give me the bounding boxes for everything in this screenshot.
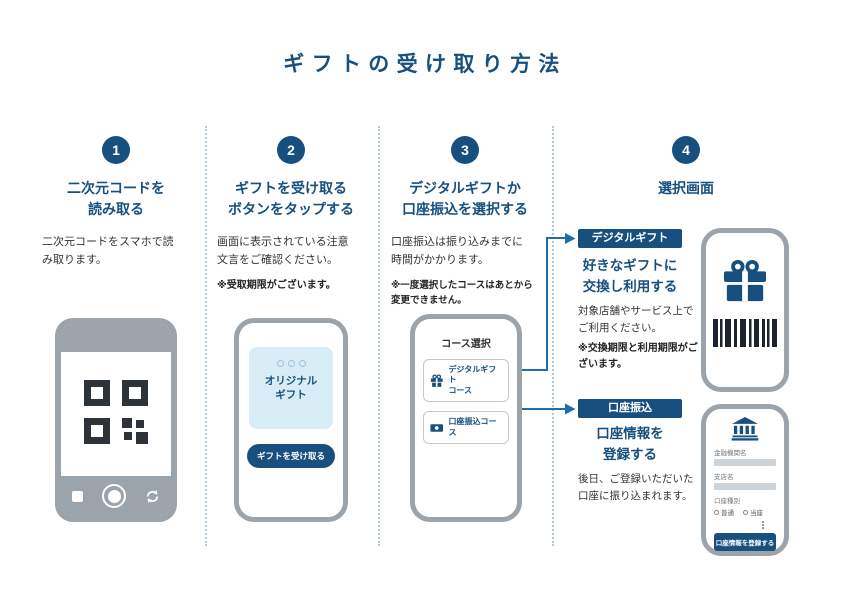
gift-icon	[430, 374, 443, 387]
phone-gift-screen-illustration: オリジナル ギフト ギフトを受け取る	[234, 318, 348, 522]
receive-gift-button[interactable]: ギフトを受け取る	[246, 444, 335, 468]
bank-name-field-label: 金融機関名	[714, 450, 747, 457]
bank-name-input[interactable]	[714, 459, 776, 466]
bank-transfer-badge: 口座振込	[578, 399, 682, 418]
bank-transfer-course-option[interactable]: 口座振込コース	[423, 411, 509, 444]
step-1: 1 二次元コードを 読み取る 二次元コードをスマホで読 み取ります。	[40, 136, 192, 269]
account-type-ordinary-radio[interactable]: 普通	[714, 507, 734, 517]
column-divider	[378, 126, 380, 546]
account-type-field-label: 口座種別	[714, 498, 740, 505]
account-type-current-label: 当座	[750, 510, 763, 517]
step-2-heading: ギフトを受け取る ボタンをタップする	[228, 180, 354, 217]
bank-transfer-heading: 口座情報を 登録する	[596, 426, 664, 462]
barcode-icon	[713, 319, 777, 347]
bank-transfer-icon	[430, 423, 444, 432]
digital-gift-course-label: デジタルギフト コース	[448, 365, 497, 395]
phone-qr-scanner-illustration	[55, 318, 177, 522]
rotate-camera-icon[interactable]	[145, 489, 160, 504]
qr-code-icon	[84, 380, 148, 444]
shutter-icon[interactable]	[102, 484, 126, 508]
digital-gift-heading: 好きなギフトに 交換し利用する	[582, 258, 678, 294]
phone-bank-form-illustration: 金融機関名 支店名 口座種別 普通 当座 口座情報を登録する	[701, 404, 789, 556]
phone-digital-gift-illustration	[701, 228, 789, 392]
placeholder-circle	[287, 360, 295, 367]
branch-name-field-label: 支店名	[714, 474, 734, 481]
step-2-note: ※受取期限がございます。	[217, 280, 336, 292]
camera-bottom-bar	[61, 476, 171, 516]
register-account-button[interactable]: 口座情報を登録する	[714, 532, 776, 551]
placeholder-circle	[298, 360, 306, 367]
course-select-title: コース選択	[441, 339, 491, 350]
bank-transfer-course-label: 口座振込コース	[448, 417, 497, 437]
step-3-number-badge: 3	[451, 136, 479, 164]
step-3-heading: デジタルギフトか 口座振込を選択する	[402, 180, 528, 217]
step-2-number-badge: 2	[277, 136, 305, 164]
placeholder-circle	[276, 360, 284, 367]
step-3-description: 口座振込は振り込みまでに 時間がかかります。	[391, 236, 523, 267]
radio-icon	[714, 509, 719, 515]
account-type-current-radio[interactable]: 当座	[743, 507, 763, 517]
camera-top-bar	[61, 324, 171, 352]
page-title: ギフトの受け取り方法	[283, 53, 567, 76]
original-gift-card: オリジナル ギフト	[249, 347, 333, 429]
branch-name-input[interactable]	[714, 483, 776, 490]
step-1-description: 二次元コードをスマホで読 み取ります。	[42, 236, 174, 267]
placeholder-circles	[276, 360, 306, 367]
step-3-note: ※一度選択したコースはあとから 変更できません。	[391, 280, 533, 307]
step-1-heading: 二次元コードを 読み取る	[67, 180, 165, 217]
digital-gift-badge: デジタルギフト	[578, 229, 682, 248]
gift-icon	[723, 259, 767, 302]
step-4-heading: 選択画面	[658, 180, 714, 196]
more-fields-ellipsis-icon	[750, 521, 776, 529]
account-type-ordinary-label: 普通	[721, 510, 734, 517]
digital-gift-course-option[interactable]: デジタルギフト コース	[423, 359, 509, 403]
original-gift-title: オリジナル ギフト	[264, 375, 318, 402]
step-2-description: 画面に表示されている注意 文言をご確認ください。	[217, 236, 349, 267]
phone-course-select-illustration: コース選択 デジタルギフト コース 口座振込コース	[410, 314, 522, 522]
radio-icon	[743, 509, 748, 515]
column-divider	[205, 126, 207, 546]
bank-icon	[731, 417, 759, 441]
bank-transfer-description: 後日、ご登録いただいた 口座に振り込まれます。	[578, 473, 694, 502]
step-4: 4 選択画面	[566, 136, 806, 199]
digital-gift-note: ※交換期限と利用期限がご ざいます。	[578, 343, 698, 370]
step-4-number-badge: 4	[672, 136, 700, 164]
gallery-icon[interactable]	[72, 490, 83, 502]
step-1-number-badge: 1	[102, 136, 130, 164]
step-3: 3 デジタルギフトか 口座振込を選択する 口座振込は振り込みまでに 時間がかかり…	[390, 136, 540, 309]
digital-gift-description: 対象店舗やサービス上で ご利用ください。	[578, 305, 694, 334]
step-2: 2 ギフトを受け取る ボタンをタップする 画面に表示されている注意 文言をご確認…	[216, 136, 366, 294]
column-divider	[552, 126, 554, 546]
account-type-options: 普通 当座	[714, 507, 776, 517]
